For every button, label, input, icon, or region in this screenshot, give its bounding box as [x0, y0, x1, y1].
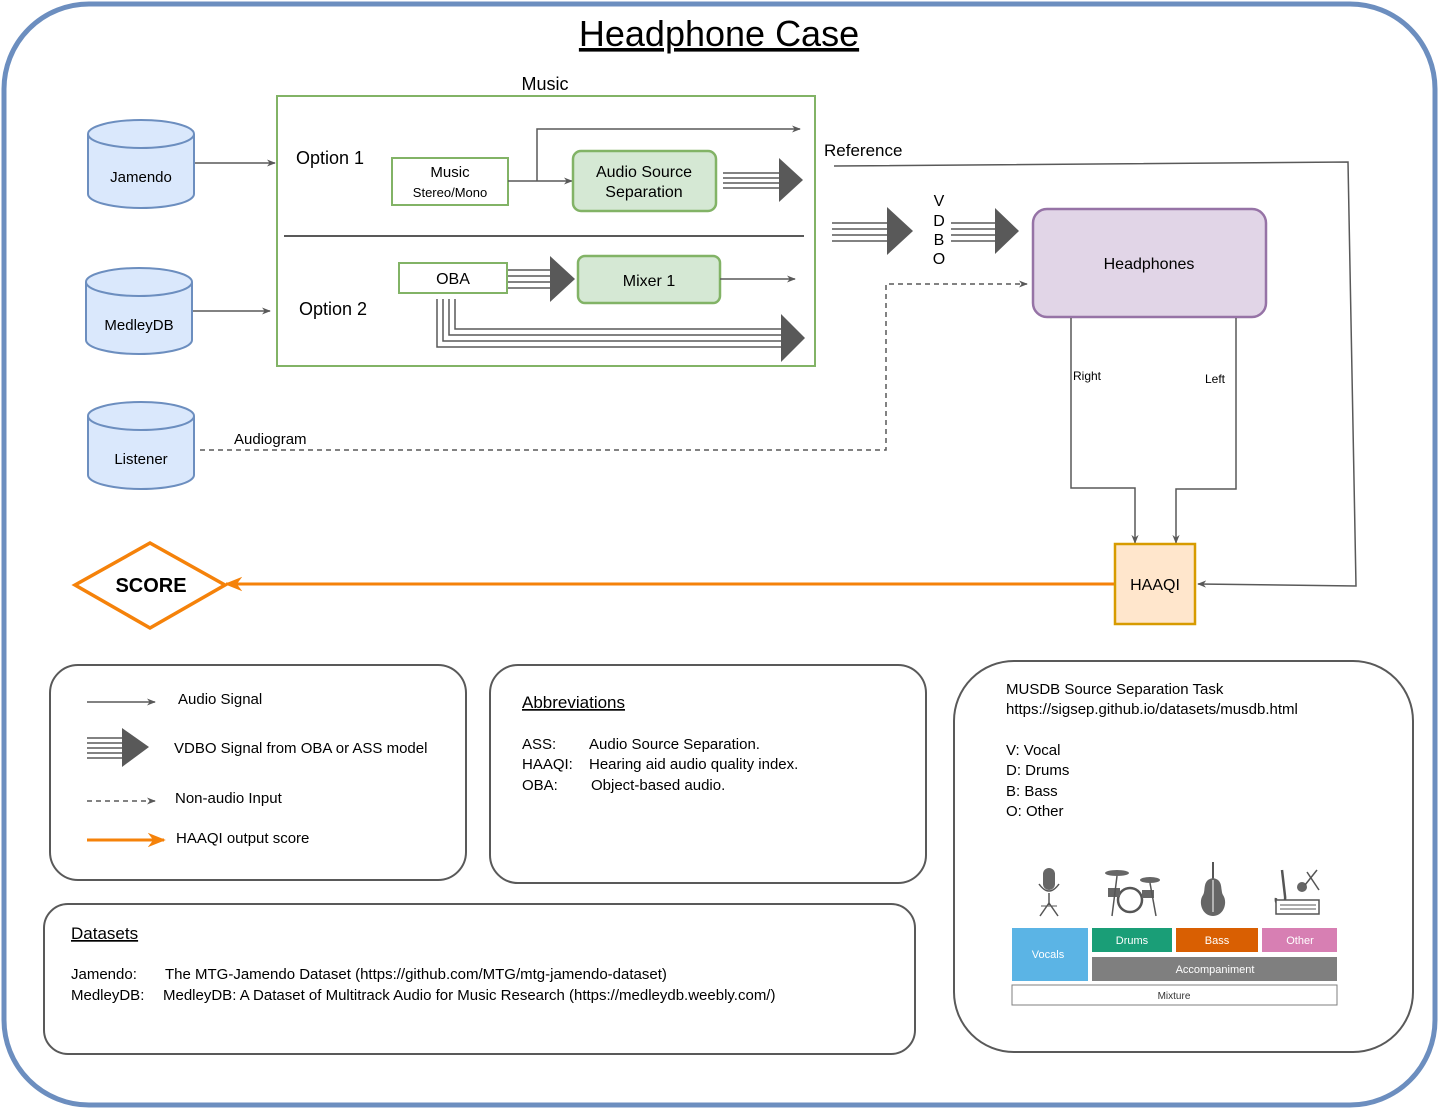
- stem-other-block: [1262, 928, 1337, 952]
- oba-label: OBA: [436, 271, 470, 288]
- legend-vdbo-arrow: [87, 728, 149, 767]
- datasets-heading: Datasets: [71, 924, 138, 943]
- legend-haaqi-output-label: HAAQI output score: [176, 830, 309, 847]
- stem-drums-block: [1092, 928, 1172, 952]
- audiogram-label: Audiogram: [234, 431, 307, 448]
- abbr-ass-value: Audio Source Separation.: [589, 736, 760, 753]
- legend-vdbo-label: VDBO Signal from OBA or ASS model: [174, 740, 427, 757]
- right-channel-arrow: [1070, 318, 1139, 544]
- double-bass-icon: [1200, 862, 1226, 916]
- music-node: [391, 157, 509, 206]
- musdb-item-drums: D: Drums: [1006, 762, 1069, 779]
- music-box: [276, 95, 816, 367]
- right-label: Right: [1073, 369, 1102, 383]
- left-channel-arrow: [1172, 318, 1237, 544]
- music-reference-arrow: [536, 125, 801, 181]
- ass-line2: Separation: [605, 184, 682, 201]
- music-node-title: Music: [430, 164, 470, 181]
- dataset-medleydb-value: MedleyDB: A Dataset of Multitrack Audio …: [163, 987, 775, 1004]
- score-label: SCORE: [115, 575, 186, 597]
- legend-audio-signal-label: Audio Signal: [178, 691, 262, 708]
- stem-accompaniment-label: Accompaniment: [1176, 964, 1255, 976]
- haaqi-node: [1113, 542, 1197, 626]
- abbr-ass-key: ASS:: [522, 736, 556, 753]
- vdbo-arrow-in: [832, 207, 913, 255]
- stem-vocals-block: [1012, 928, 1088, 981]
- microphone-icon: [1038, 868, 1060, 917]
- vdbo-b: B: [934, 232, 945, 249]
- score-node: [71, 540, 229, 631]
- stem-accompaniment-block: [1092, 957, 1337, 981]
- dataset-medleydb-key: MedleyDB:: [71, 987, 144, 1004]
- reference-line: [833, 161, 1357, 588]
- abbr-oba-value: Object-based audio.: [591, 777, 725, 794]
- medleydb-database: MedleyDB: [85, 267, 193, 355]
- ass-line1: Audio Source: [596, 164, 692, 181]
- page-title: Headphone Case: [579, 13, 859, 54]
- datasets-box: [43, 903, 916, 1055]
- option2-label: Option 2: [299, 299, 367, 319]
- legend-box: [49, 664, 467, 881]
- musdb-title: MUSDB Source Separation Task: [1006, 681, 1224, 698]
- abbr-haaqi-key: HAAQI:: [522, 756, 573, 773]
- abbreviations-box: [489, 664, 927, 884]
- vdbo-d: D: [933, 213, 945, 230]
- saxophone-icon: [1274, 869, 1320, 915]
- vdbo-o: O: [933, 251, 945, 268]
- vdbo-arrow-out: [951, 208, 1019, 254]
- listener-label: Listener: [114, 451, 167, 468]
- ass-vdbo-arrow: [723, 158, 803, 202]
- musdb-item-bass: B: Bass: [1006, 783, 1058, 800]
- musdb-item-vocal: V: Vocal: [1006, 742, 1060, 759]
- music-node-subtitle: Stereo/Mono: [413, 185, 487, 200]
- musdb-url: https://sigsep.github.io/datasets/musdb.…: [1006, 701, 1298, 718]
- medleydb-label: MedleyDB: [104, 317, 173, 334]
- stem-bass-block: [1176, 928, 1258, 952]
- stem-drums-label: Drums: [1116, 935, 1149, 947]
- audio-source-separation-node: [571, 149, 718, 213]
- stem-other-label: Other: [1286, 935, 1314, 947]
- musdb-item-other: O: Other: [1006, 803, 1064, 820]
- dataset-jamendo-value: The MTG-Jamendo Dataset (https://github.…: [165, 966, 667, 983]
- audiogram-line: [200, 280, 1028, 451]
- legend-non-audio-label: Non-audio Input: [175, 790, 283, 807]
- haaqi-label: HAAQI: [1130, 577, 1180, 594]
- abbr-haaqi-value: Hearing aid audio quality index.: [589, 756, 798, 773]
- drum-kit-icon: [1105, 870, 1160, 917]
- dataset-jamendo-key: Jamendo:: [71, 966, 137, 983]
- oba-node: [398, 262, 508, 294]
- stem-bass-label: Bass: [1205, 935, 1230, 947]
- headphones-node: [1031, 207, 1268, 319]
- abbr-oba-key: OBA:: [522, 777, 558, 794]
- abbreviations-heading: Abbreviations: [522, 693, 625, 712]
- oba-vdbo-bypass-arrow: [436, 299, 805, 362]
- stem-mixture-block: [1011, 984, 1338, 1006]
- oba-to-mixer-arrow: [508, 256, 575, 302]
- jamendo-database: Jamendo: [87, 119, 195, 209]
- vdbo-v: V: [934, 193, 945, 210]
- stem-vocals-label: Vocals: [1032, 949, 1065, 961]
- mixer-label: Mixer 1: [623, 273, 676, 290]
- option1-label: Option 1: [296, 148, 364, 168]
- jamendo-label: Jamendo: [110, 169, 172, 186]
- reference-label: Reference: [824, 141, 902, 160]
- listener-database: Listener: [87, 401, 195, 490]
- left-label: Left: [1205, 372, 1226, 386]
- headphones-label: Headphones: [1104, 256, 1195, 273]
- stem-mixture-label: Mixture: [1158, 991, 1191, 1002]
- music-box-label: Music: [521, 74, 568, 94]
